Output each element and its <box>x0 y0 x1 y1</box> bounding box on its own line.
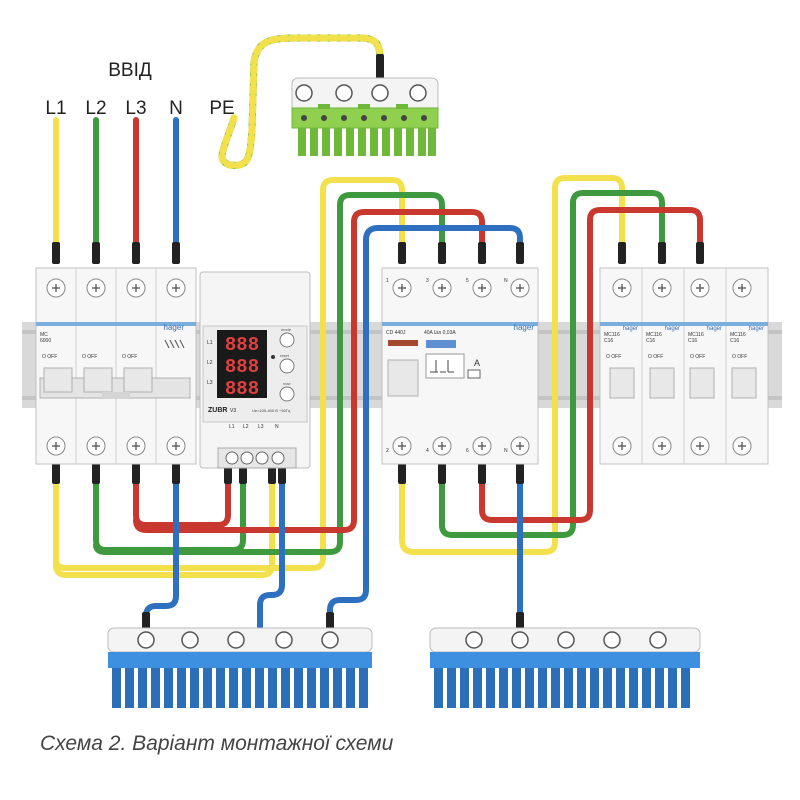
wire-relay-n <box>257 475 285 653</box>
rcd-terminal-n-bottom: N <box>504 448 508 454</box>
relay-phase-l1: L1 <box>207 340 213 346</box>
relay-reset-button[interactable] <box>279 358 295 374</box>
rcd-terminal-4: 4 <box>426 448 429 454</box>
mcb-3-switch-text: O OFF <box>690 354 705 360</box>
relay-terminal-n: N <box>275 424 279 430</box>
rcd[interactable]: hager 1 3 5 N 2 4 6 N CD 440J 40A I∆n 0,… <box>381 267 539 465</box>
wire-l3-rcd-out <box>479 207 703 523</box>
relay-display-1: 888 <box>225 334 259 356</box>
mcb-2-switch-text: O OFF <box>648 354 663 360</box>
rcd-terminal-6: 6 <box>466 448 469 454</box>
mcb-2-brand: hager <box>665 326 680 332</box>
relay-spec: Ue=100-400 В ~50Гц <box>252 408 291 413</box>
wire-l3-main-out <box>133 475 231 528</box>
relay-display-2: 888 <box>225 356 259 378</box>
wire-l1-rcd-out <box>399 175 625 555</box>
mcb-4-switch-text: O OFF <box>732 354 747 360</box>
input-label-pe: PE <box>209 98 234 119</box>
main-breaker-switch-text-2: O OFF <box>82 354 97 360</box>
rcd-label: CD 440J <box>386 330 406 336</box>
relay-terminal-l2: L2 <box>243 424 249 430</box>
ferrules <box>52 54 704 650</box>
input-label-n: N <box>169 98 183 119</box>
relay-terminal-l3: L3 <box>258 424 264 430</box>
rcd-terminal-2: 2 <box>386 448 389 454</box>
rcd-brand: hager <box>514 323 535 332</box>
input-label-l1: L1 <box>45 98 66 119</box>
relay-phase-l3: L3 <box>207 380 213 386</box>
relay-display-3: 888 <box>225 378 259 400</box>
relay-max-button[interactable] <box>279 386 295 402</box>
mcb-1-switch-text: O OFF <box>606 354 621 360</box>
mcb-4-brand: hager <box>749 326 764 332</box>
relay-max-label: max <box>283 381 291 386</box>
relay-reset-label: reset <box>280 353 290 358</box>
relay-model: V3 <box>230 408 236 414</box>
relay-mode-label: mode <box>281 327 292 332</box>
main-breaker-switch-text-3: O OFF <box>122 354 137 360</box>
wire-n-main-out <box>143 475 179 631</box>
input-title: ВВІД <box>108 60 152 81</box>
diagram-caption: Схема 2. Варіант монтажної схеми <box>40 732 394 755</box>
input-label-l3: L3 <box>125 98 146 119</box>
mcb-3-brand: hager <box>707 326 722 332</box>
voltage-relay[interactable]: L1 L2 L3 888 888 888 mode reset max ZUBR… <box>199 271 311 469</box>
n-bus-right <box>429 627 701 708</box>
input-label-l2: L2 <box>85 98 106 119</box>
rcd-terminal-5: 5 <box>466 278 469 284</box>
wire-l2-rcd-out <box>439 190 665 538</box>
wire-l2-main-out <box>93 475 246 553</box>
mcb-1-brand: hager <box>623 326 638 332</box>
rcd-type: A <box>474 358 480 368</box>
relay-terminal-labels: L1 L2 L3 N <box>229 424 279 430</box>
rcd-terminal-1: 1 <box>386 278 389 284</box>
rcd-rating: 40A I∆n 0,03A <box>424 330 456 336</box>
relay-mode-button[interactable] <box>279 332 295 348</box>
main-breaker-switch-text: O OFF <box>42 354 57 360</box>
main-breaker-brand: hager <box>164 323 185 332</box>
relay-terminal-l1: L1 <box>229 424 235 430</box>
rcd-terminal-3: 3 <box>426 278 429 284</box>
wires <box>53 34 703 653</box>
rcd-terminal-n-top: N <box>504 278 508 284</box>
pe-bus <box>291 77 439 156</box>
n-bus-left <box>107 627 373 708</box>
relay-phase-l2: L2 <box>207 360 213 366</box>
relay-name: ZUBR <box>208 407 227 414</box>
